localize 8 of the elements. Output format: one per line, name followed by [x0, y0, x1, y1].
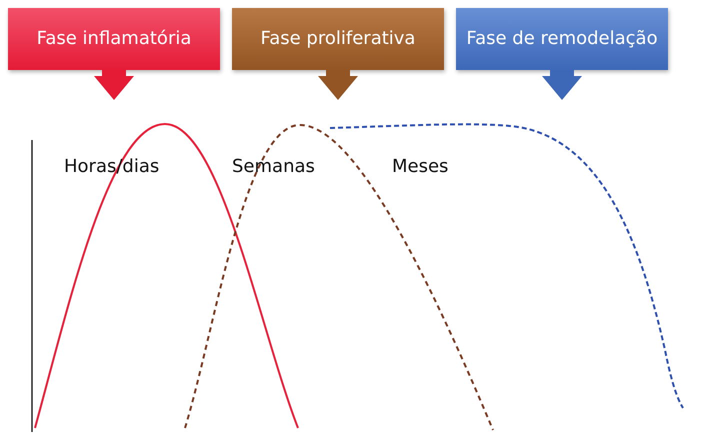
callout-box — [232, 8, 444, 100]
phase-title: Fase inflamatória — [36, 28, 192, 50]
phase-title: Fase proliferativa — [260, 28, 416, 50]
callout-box — [8, 8, 220, 100]
callout-box — [456, 8, 668, 100]
time-label: Semanas — [232, 156, 315, 177]
time-label: Meses — [392, 156, 448, 177]
phase-title: Fase de remodelação — [466, 28, 658, 50]
